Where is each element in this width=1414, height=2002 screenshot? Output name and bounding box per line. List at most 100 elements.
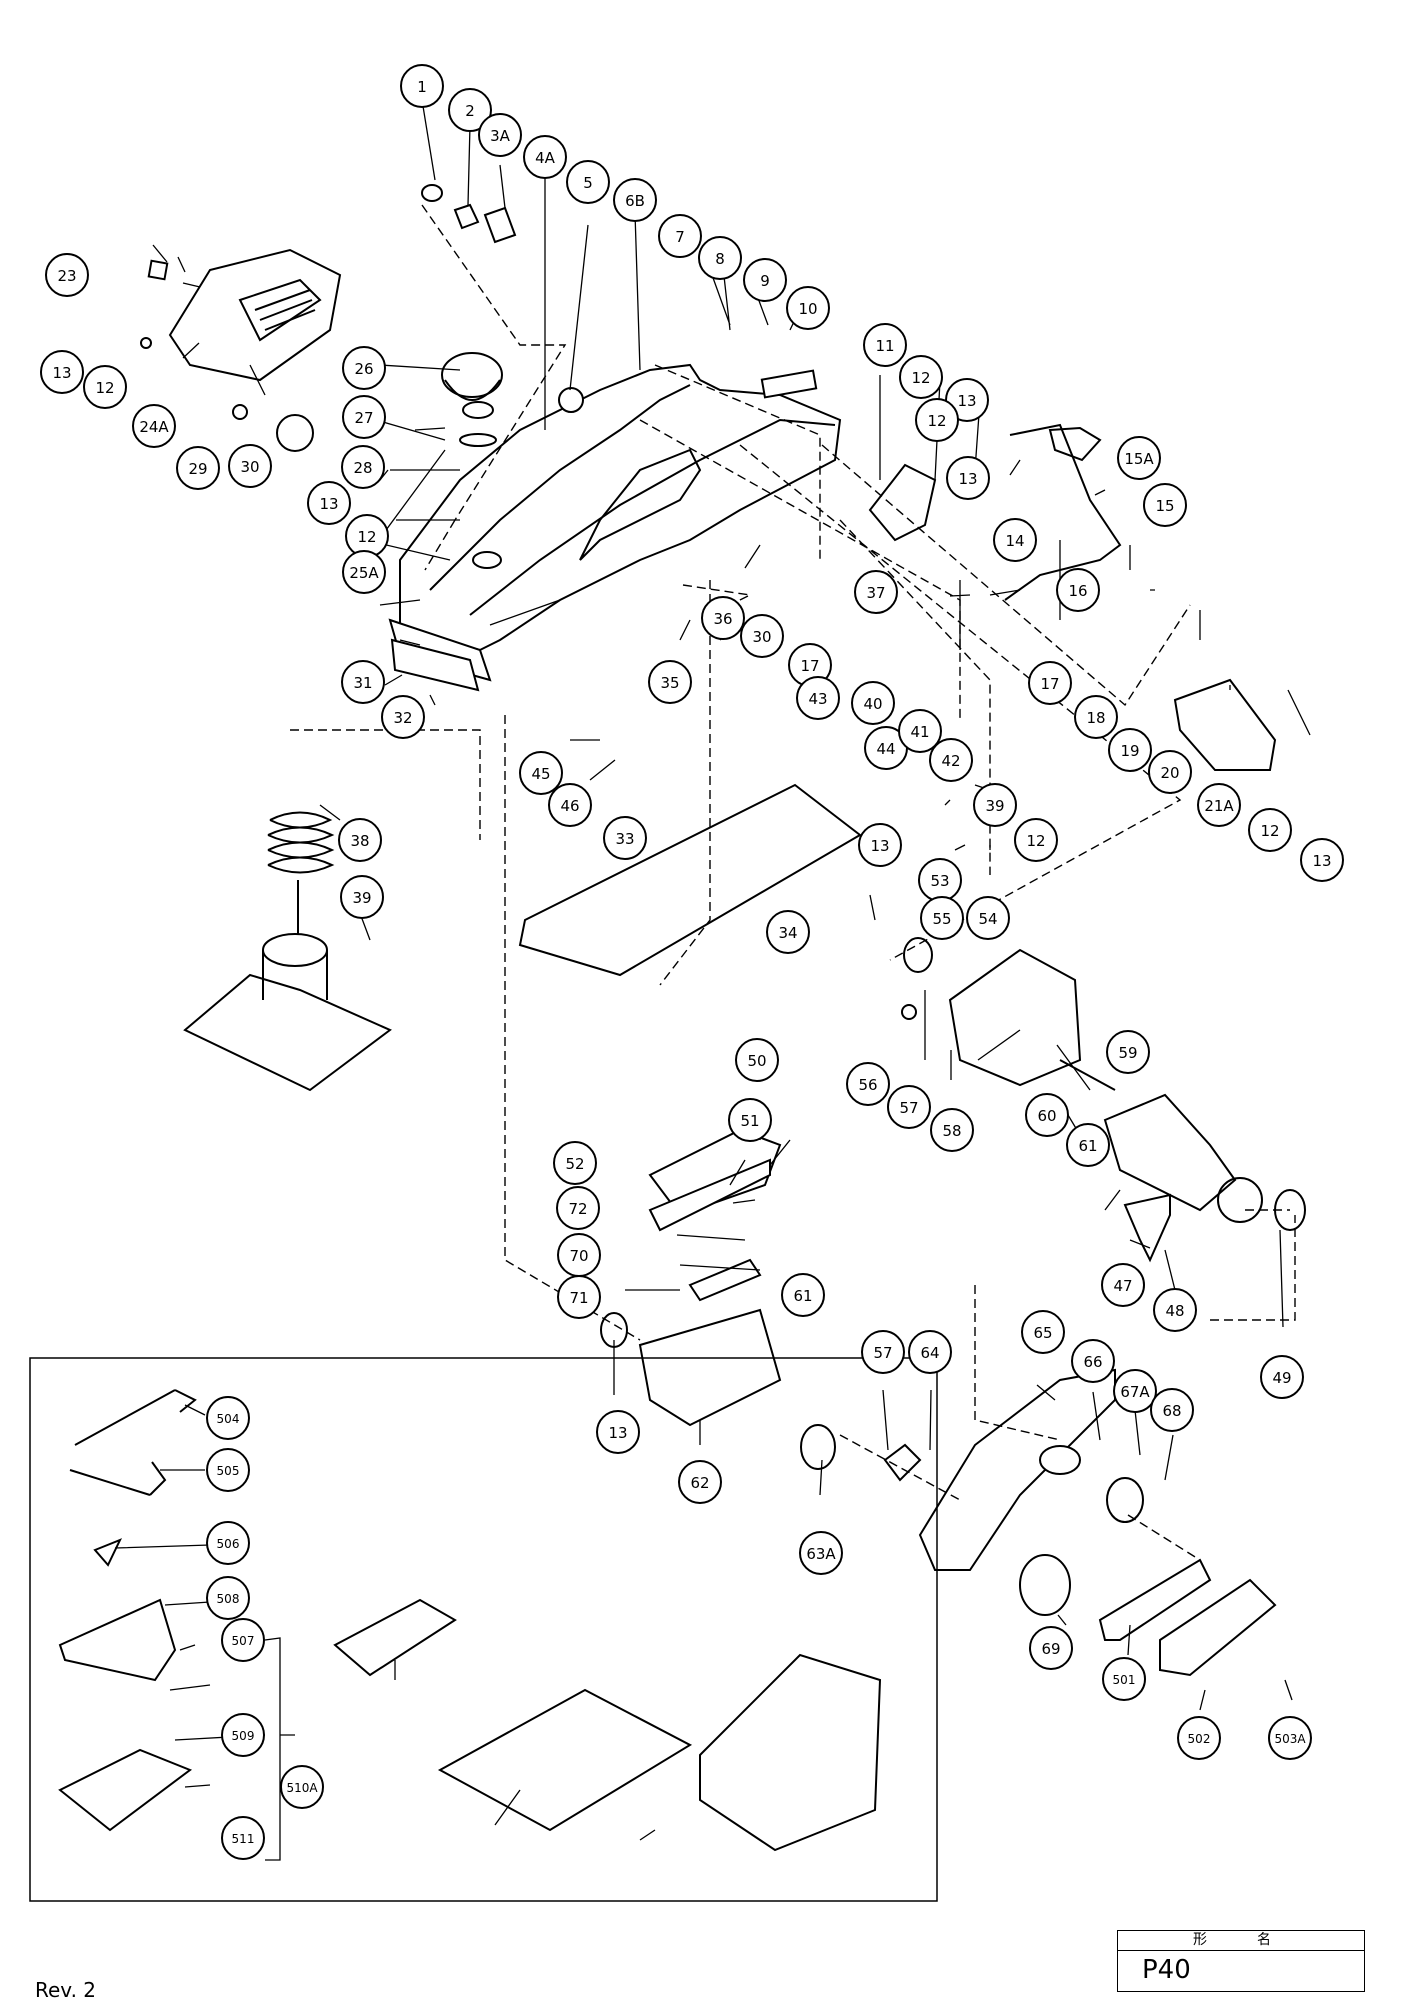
stator bbox=[948, 948, 1082, 1087]
callout-label: 66 bbox=[1083, 1353, 1102, 1371]
callout-label: 14 bbox=[1005, 532, 1024, 550]
callout-67A: 67A bbox=[1113, 1369, 1157, 1413]
callout-label: 42 bbox=[941, 752, 960, 770]
callout-label: 12 bbox=[357, 528, 376, 546]
callout-label: 61 bbox=[793, 1287, 812, 1305]
callout-511: 511 bbox=[221, 1816, 265, 1860]
callout-508: 508 bbox=[206, 1576, 250, 1620]
callout-11: 11 bbox=[863, 323, 907, 367]
model-number: P40 bbox=[1142, 1955, 1191, 1985]
callout-13: 13 bbox=[1300, 838, 1344, 882]
callout-label: 58 bbox=[942, 1122, 961, 1140]
callout-502: 502 bbox=[1177, 1716, 1221, 1760]
callout-label: 13 bbox=[1312, 852, 1331, 870]
front-knob bbox=[441, 352, 503, 398]
callout-10: 10 bbox=[786, 286, 830, 330]
callout-label: 501 bbox=[1113, 1673, 1136, 1687]
callout-15: 15 bbox=[1143, 483, 1187, 527]
callout-label: 19 bbox=[1120, 742, 1139, 760]
callout-71: 71 bbox=[557, 1275, 601, 1319]
callout-label: 52 bbox=[565, 1155, 584, 1173]
callout-510A: 510A bbox=[280, 1765, 324, 1809]
callout-2: 2 bbox=[448, 88, 492, 132]
callout-70: 70 bbox=[557, 1233, 601, 1277]
callout-12: 12 bbox=[1014, 818, 1058, 862]
base-plate bbox=[518, 783, 862, 977]
callout-label: 10 bbox=[798, 300, 817, 318]
callout-label: 18 bbox=[1086, 709, 1105, 727]
callout-12: 12 bbox=[1248, 808, 1292, 852]
callout-38: 38 bbox=[338, 818, 382, 862]
callout-label: 5 bbox=[583, 174, 593, 192]
callout-label: 13 bbox=[957, 392, 976, 410]
callout-label: 27 bbox=[354, 409, 373, 427]
callout-51: 51 bbox=[728, 1098, 772, 1142]
callout-18: 18 bbox=[1074, 695, 1118, 739]
callout-65: 65 bbox=[1021, 1310, 1065, 1354]
leader-lines bbox=[114, 99, 1311, 1861]
callout-label: 69 bbox=[1041, 1640, 1060, 1658]
callout-13: 13 bbox=[596, 1410, 640, 1454]
callout-72: 72 bbox=[556, 1186, 600, 1230]
callout-12: 12 bbox=[915, 398, 959, 442]
callout-bubbles: 123A4A56B78910111213121315A1514161718192… bbox=[40, 64, 1344, 1860]
callout-label: 41 bbox=[910, 723, 929, 741]
callout-label: 13 bbox=[870, 837, 889, 855]
callout-23: 23 bbox=[45, 253, 89, 297]
callout-label: 61 bbox=[1078, 1137, 1097, 1155]
callout-label: 30 bbox=[240, 458, 259, 476]
callout-label: 507 bbox=[232, 1634, 255, 1648]
callout-31: 31 bbox=[341, 660, 385, 704]
callout-label: 509 bbox=[232, 1729, 255, 1743]
callout-37: 37 bbox=[854, 570, 898, 614]
callout-27: 27 bbox=[342, 395, 386, 439]
callout-59: 59 bbox=[1106, 1030, 1150, 1074]
callout-label: 62 bbox=[690, 1474, 709, 1492]
callout-61: 61 bbox=[781, 1273, 825, 1317]
callout-30: 30 bbox=[740, 614, 784, 658]
callout-label: 2 bbox=[465, 102, 475, 120]
callout-26: 26 bbox=[342, 346, 386, 390]
callout-label: 44 bbox=[876, 740, 895, 758]
callout-label: 59 bbox=[1118, 1044, 1137, 1062]
callout-13: 13 bbox=[307, 481, 351, 525]
instruction-manual bbox=[437, 1688, 693, 1832]
callout-label: 502 bbox=[1188, 1732, 1211, 1746]
callout-label: 56 bbox=[858, 1076, 877, 1094]
callout-28: 28 bbox=[341, 445, 385, 489]
belt-cover bbox=[168, 248, 342, 382]
belt bbox=[1098, 1558, 1212, 1641]
callout-61: 61 bbox=[1066, 1123, 1110, 1167]
callout-label: 12 bbox=[911, 369, 930, 387]
callout-506: 506 bbox=[206, 1521, 250, 1565]
callout-label: 503A bbox=[1274, 1732, 1306, 1746]
callout-501: 501 bbox=[1102, 1657, 1146, 1701]
callout-41: 41 bbox=[898, 709, 942, 753]
callout-32: 32 bbox=[381, 695, 425, 739]
callout-label: 68 bbox=[1162, 1402, 1181, 1420]
callout-label: 39 bbox=[352, 889, 371, 907]
callout-3A: 3A bbox=[478, 113, 522, 157]
callout-5: 5 bbox=[566, 160, 610, 204]
callout-505: 505 bbox=[206, 1448, 250, 1492]
callout-17: 17 bbox=[1028, 661, 1072, 705]
callout-33: 33 bbox=[603, 816, 647, 860]
callout-label: 60 bbox=[1037, 1107, 1056, 1125]
callout-52: 52 bbox=[553, 1141, 597, 1185]
gear-case bbox=[918, 1368, 1116, 1571]
callout-label: 16 bbox=[1068, 582, 1087, 600]
callout-label: 72 bbox=[568, 1200, 587, 1218]
callout-16: 16 bbox=[1056, 568, 1100, 612]
callout-label: 67A bbox=[1120, 1383, 1150, 1401]
callout-21A: 21A bbox=[1197, 783, 1241, 827]
callout-68: 68 bbox=[1150, 1388, 1194, 1432]
callout-label: 23 bbox=[57, 267, 76, 285]
callout-label: 11 bbox=[875, 337, 894, 355]
callout-label: 26 bbox=[354, 360, 373, 378]
callout-label: 32 bbox=[393, 709, 412, 727]
callout-label: 510A bbox=[286, 1781, 318, 1795]
callout-58: 58 bbox=[930, 1108, 974, 1152]
title-block-heading: 形 名 bbox=[1118, 1931, 1364, 1951]
armature bbox=[1103, 1093, 1237, 1212]
callout-label: 504 bbox=[217, 1412, 240, 1426]
